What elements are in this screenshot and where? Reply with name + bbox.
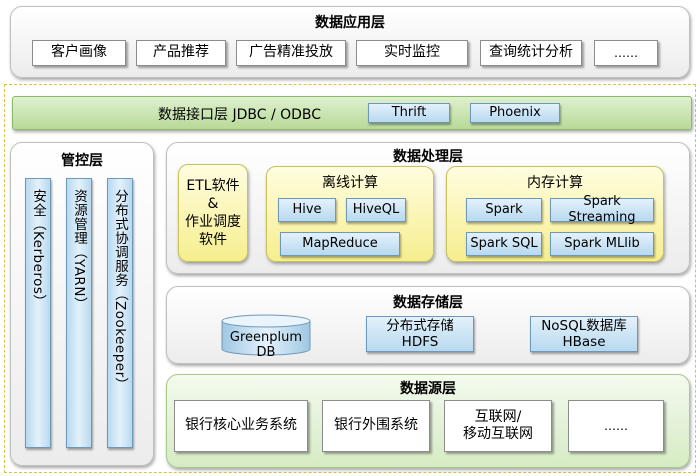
control-item-resource-label: 资源管理（YARN） — [71, 189, 87, 311]
spark-mllib-box: Spark MLlib — [550, 232, 654, 256]
interface-layer-label: 数据接口层 JDBC / ODBC — [158, 107, 322, 123]
source-internet: 互联网/移动互联网 — [444, 400, 552, 452]
spark-sql-box: Spark SQL — [466, 232, 542, 256]
hive-box: Hive — [278, 198, 336, 222]
app-item-query-analysis: 查询统计分析 — [480, 40, 582, 66]
hiveql-box: HiveQL — [346, 198, 406, 222]
etl-box — [178, 164, 248, 262]
control-item-coordination: 分布式协调服务（Zookeeper） — [107, 178, 133, 448]
greenplum-label: Greenplum DB — [229, 330, 303, 360]
thrift-box: Thrift — [368, 103, 450, 123]
app-item-product-recommend: 产品推荐 — [136, 40, 226, 66]
control-item-security: 安全（Kerberos） — [25, 178, 51, 448]
source-more: …… — [568, 400, 664, 452]
storage-layer-title: 数据存储层 — [393, 295, 463, 311]
interface-layer — [12, 96, 692, 130]
platform-frame — [4, 84, 696, 473]
memory-compute-title: 内存计算 — [527, 175, 583, 191]
source-layer-title: 数据源层 — [400, 381, 456, 397]
source-peripheral: 银行外围系统 — [322, 400, 430, 452]
source-core-banking: 银行核心业务系统 — [174, 400, 308, 452]
phoenix-box: Phoenix — [470, 103, 560, 123]
spark-streaming-box: Spark Streaming — [550, 194, 654, 225]
etl-label: ETL软件&作业调度 软件 — [185, 178, 241, 248]
processing-layer-title: 数据处理层 — [393, 149, 463, 165]
app-layer-title: 数据应用层 — [315, 15, 385, 31]
control-layer-title: 管控层 — [61, 153, 103, 169]
control-item-security-label: 安全（Kerberos） — [30, 189, 46, 309]
app-item-more: …… — [594, 40, 658, 66]
app-item-realtime-monitor: 实时监控 — [356, 40, 468, 66]
offline-compute-title: 离线计算 — [322, 175, 378, 191]
control-item-resource: 资源管理（YARN） — [66, 178, 92, 448]
greenplum-cylinder-icon — [221, 314, 311, 356]
app-item-ad-targeting: 广告精准投放 — [236, 40, 346, 66]
mapreduce-box: MapReduce — [280, 232, 400, 256]
control-item-coordination-label: 分布式协调服务（Zookeeper） — [112, 189, 128, 392]
spark-box: Spark — [466, 198, 542, 222]
app-item-customer-profile: 客户画像 — [32, 40, 126, 66]
